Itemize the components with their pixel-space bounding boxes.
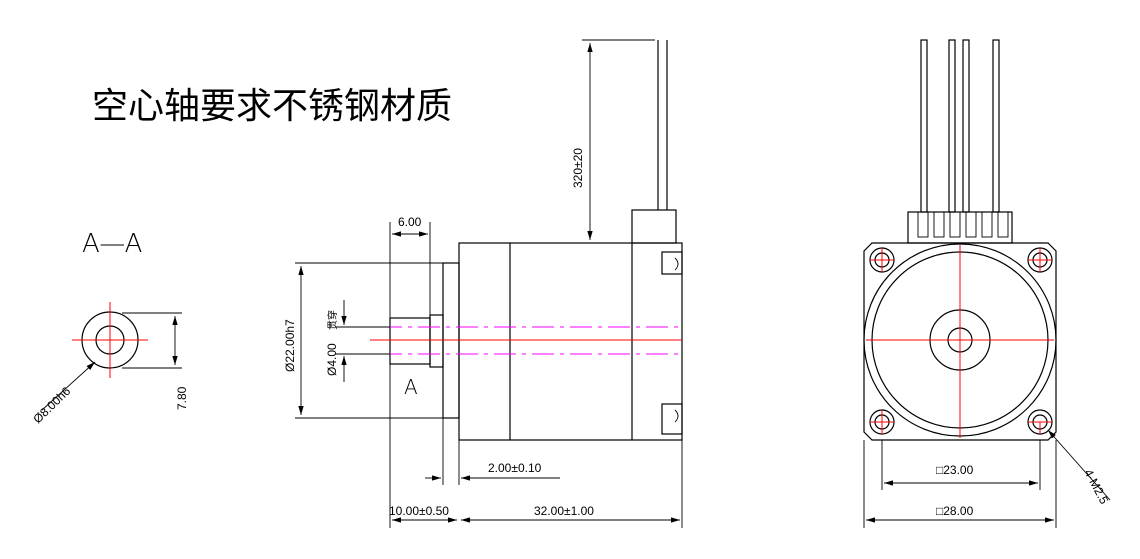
shaft-extension-dim: 10.00±0.50 [389, 504, 449, 518]
bore-dia-dim: Ø4.00 [325, 343, 339, 376]
material-note: 空心轴要求不锈钢材质 [92, 86, 452, 127]
shaft-length-dim: 6.00 [398, 215, 422, 229]
section-flat-dim: 7.80 [175, 386, 189, 410]
body-length-dim: 32.00±1.00 [534, 504, 594, 518]
hole-pitch-dim: □23.00 [936, 463, 974, 477]
section-label: A—A [82, 229, 142, 259]
flange-thickness-dim: 2.00±0.10 [488, 461, 542, 475]
section-dia-dim: Ø8.00h6 [30, 384, 73, 426]
bore-through-note: 贯穿 [326, 310, 339, 330]
side-view [295, 39, 683, 528]
section-marker: A [404, 375, 418, 399]
body-dia-dim: Ø22.00h7 [283, 319, 297, 372]
front-view [863, 39, 1111, 528]
section-view [41, 302, 182, 411]
wire-length-dim: 320±20 [571, 148, 585, 188]
mounting-holes-dim: 4-M2.5 [1081, 467, 1111, 507]
square-size-dim: □28.00 [936, 504, 974, 518]
